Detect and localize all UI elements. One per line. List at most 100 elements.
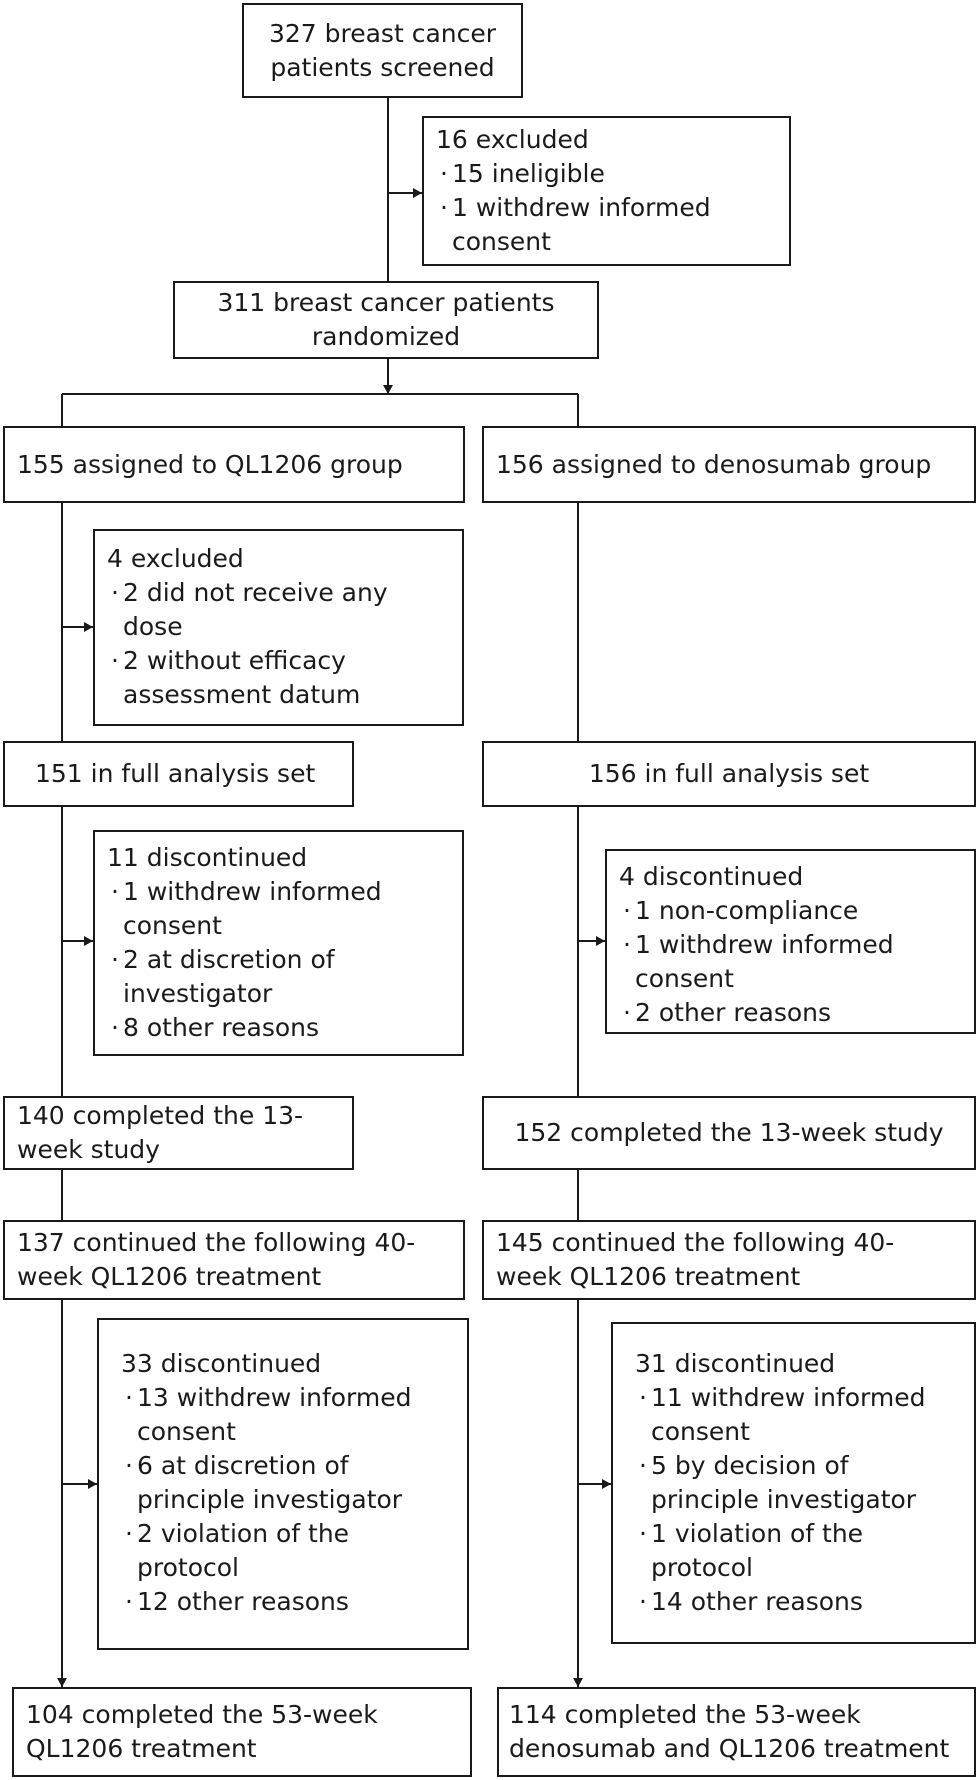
bullet-text: 15 ineligible [452,159,605,188]
bullet-text-continued: protocol [137,1553,239,1582]
bullet-dot: · [639,1587,647,1616]
denosumab-continued-40wk-box: 145 continued the following 40- week QL12… [482,1220,976,1300]
bullet-item: ·1 violation of the [635,1517,974,1551]
box-heading: 4 excluded [107,544,244,573]
bullet-dot: · [639,1519,647,1548]
bullet-text-continued: dose [123,612,183,641]
bullet-text: 14 other reasons [651,1587,863,1616]
box-text-line: 114 completed the 53-week [509,1700,861,1729]
box-text-line: week QL1206 treatment [496,1262,801,1291]
ql1206-assigned-box: 155 assigned to QL1206 group [3,426,465,503]
bullet-text-continued: investigator [123,979,273,1008]
bullet-text-continued: protocol [651,1553,753,1582]
bullet-item: ·8 other reasons [107,1011,462,1045]
box-text-line: 145 continued the following 40- [496,1228,895,1257]
bullet-dot: · [125,1519,133,1548]
bullet-item: ·2 other reasons [619,996,974,1030]
bullet-text: 11 withdrew informed [651,1383,926,1412]
deno-completed-53-arrowhead [573,1678,583,1687]
denosumab-completed-13wk-box: 152 completed the 13-week study [482,1096,976,1170]
bullet-text: 13 withdrew informed [137,1383,412,1412]
box-text-line: 311 breast cancer patients [217,288,555,317]
denosumab-completed-53wk-box: 114 completed the 53-week denosumab and Q… [497,1687,976,1777]
bullet-item: ·1 withdrew informed [436,191,789,225]
ql-completed-53-arrowhead [57,1678,67,1687]
box-text-line: randomized [311,322,461,351]
bullet-text: 6 at discretion of [137,1451,349,1480]
bullet-text: 2 without efficacy [123,646,346,675]
denosumab-assigned-box: 156 assigned to denosumab group [482,426,976,503]
bullet-dot: · [639,1451,647,1480]
denosumab-full-analysis-box: 156 in full analysis set [482,741,976,807]
bullet-text: 1 non-compliance [635,896,859,925]
box-text-line: 155 assigned to QL1206 group [17,449,403,479]
box-text-line: 327 breast cancer [268,18,497,48]
ql1206-continued-40wk-box: 137 continued the following 40-week QL12… [3,1220,465,1300]
bullet-dot: · [111,1013,119,1042]
bullet-dot: · [111,877,119,906]
bullet-text: 12 other reasons [137,1587,349,1616]
bullet-text-continued: consent [452,227,551,256]
bullet-item: ·6 at discretion of [121,1449,467,1483]
box-text-line: denosumab and QL1206 treatment [509,1734,950,1763]
bullet-item: ·15 ineligible [436,157,789,191]
bullet-item: ·12 other reasons [121,1585,467,1619]
screened-box: 327 breast cancer patients screened [242,3,523,98]
bullet-item: ·13 withdrew informed [121,1381,467,1415]
bullet-item: ·14 other reasons [635,1585,974,1619]
bullet-dot: · [623,896,631,925]
bullet-text-continued: consent [123,911,222,940]
bullet-text-continued: consent [137,1417,236,1446]
bullet-text: 2 at discretion of [123,945,335,974]
bullet-item: ·2 without efficacy [107,644,462,678]
bullet-item: ·2 at discretion of [107,943,462,977]
box-text-line: 137 continued the following 40- [17,1228,416,1257]
deno-discontinued-40-arrowhead [602,1479,611,1489]
box-text-line: 156 in full analysis set [588,759,870,788]
bullet-text-continued: consent [651,1417,750,1446]
box-heading: 4 discontinued [619,862,804,891]
bullet-item: ·5 by decision of [635,1449,974,1483]
box-text-line: 156 assigned to denosumab group [496,449,932,479]
bullet-dot: · [111,945,119,974]
bullet-text: 1 withdrew informed [635,930,894,959]
bullet-text-continued: assessment datum [123,680,361,709]
box-text-line: 104 completed the 53-week [26,1700,378,1729]
box-text-line: week study [17,1135,160,1164]
initial-exclusion-box: 16 excluded·15 ineligible·1 withdrew inf… [422,116,791,266]
ql-exclusion-arrowhead [84,622,93,632]
box-text-line: patients screened [270,52,495,82]
bullet-dot: · [440,193,448,222]
box-text-line: QL1206 treatment [26,1734,257,1763]
denosumab-discontinued-13wk-box: 4 discontinued·1 non-compliance·1 withdr… [605,849,976,1034]
bullet-dot: · [623,930,631,959]
bullet-item: ·11 withdrew informed [635,1381,974,1415]
bullet-dot: · [125,1587,133,1616]
randomized-box: 311 breast cancer patients randomized [173,281,599,359]
box-text-line: 152 completed the 13-week study [514,1118,944,1147]
bullet-dot: · [639,1383,647,1412]
bullet-item: ·1 non-compliance [619,894,974,928]
bullet-text: 8 other reasons [123,1013,320,1042]
bullet-text: 1 withdrew informed [123,877,382,906]
box-heading: 33 discontinued [121,1349,322,1378]
bullet-item: ·2 did not receive any [107,576,462,610]
bullet-text: 2 violation of the [137,1519,350,1548]
bullet-text-continued: consent [635,964,734,993]
box-heading: 11 discontinued [107,843,308,872]
bullet-text: 1 violation of the [651,1519,864,1548]
bullet-text-continued: principle investigator [651,1485,917,1514]
bullet-text: 2 did not receive any [123,578,388,607]
bullet-dot: · [440,159,448,188]
bullet-dot: · [623,998,631,1027]
bullet-text-continued: principle investigator [137,1485,403,1514]
bullet-item: ·1 withdrew informed [107,875,462,909]
ql-discontinued-13-arrowhead [84,936,93,946]
bullet-text: 1 withdrew informed [452,193,711,222]
